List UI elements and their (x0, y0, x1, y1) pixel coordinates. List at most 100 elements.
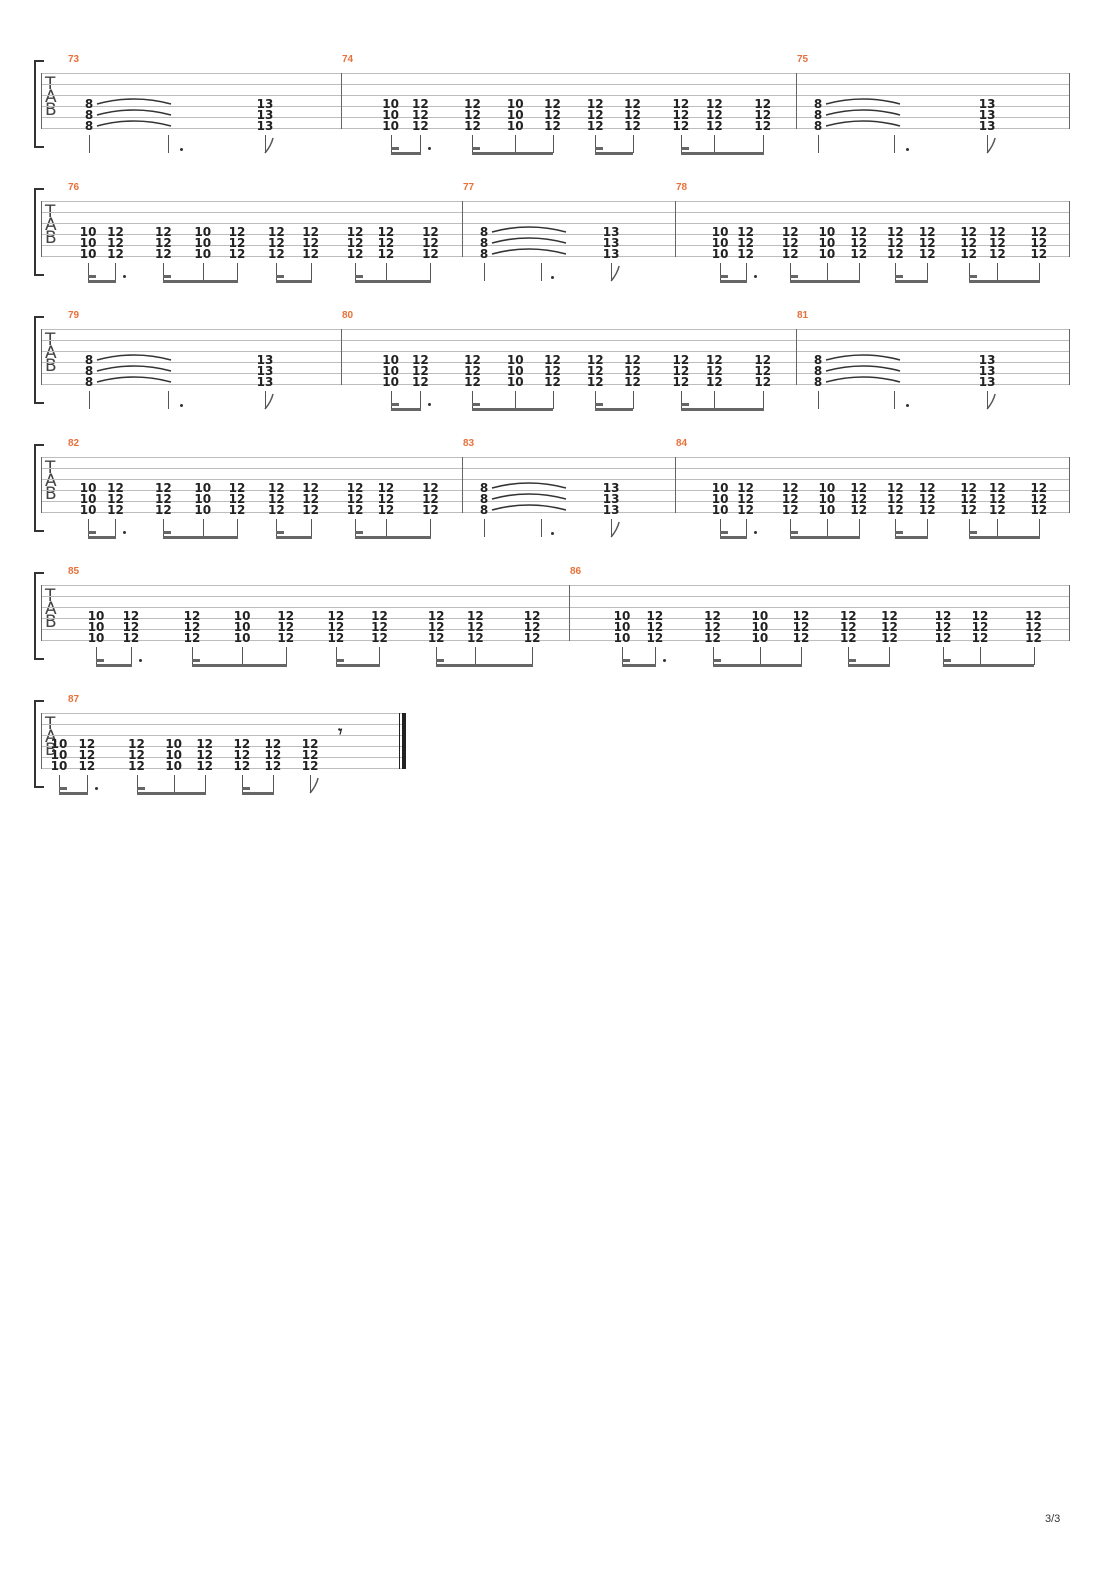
fret-number: 12 (228, 225, 246, 239)
fret-number: 10 (79, 225, 97, 239)
fret-number: 8 (479, 247, 489, 261)
note-stem (1038, 519, 1040, 537)
note-stem (818, 391, 819, 409)
fret-number: 12 (107, 236, 124, 250)
half-beam (720, 531, 729, 534)
fret-number: 10 (506, 375, 524, 389)
tab-clef-letter: B (45, 228, 57, 248)
note-stem (265, 391, 266, 409)
measure-number: 85 (68, 566, 80, 577)
fret-number: 10 (506, 353, 524, 367)
note-stem (826, 519, 828, 537)
fret-number: 12 (302, 247, 319, 261)
fret-number: 12 (467, 631, 484, 645)
fret-number: 12 (672, 119, 690, 133)
fret-number: 12 (122, 620, 140, 634)
note-stem (895, 263, 897, 281)
half-beam (595, 147, 604, 150)
fret-number: 12 (523, 620, 541, 634)
staff-line (41, 201, 1069, 202)
note-stem (720, 263, 722, 281)
fret-number: 10 (382, 364, 399, 378)
fret-number: 13 (602, 481, 620, 495)
fret-number: 12 (327, 609, 345, 623)
half-beam (163, 531, 172, 534)
fret-number: 10 (818, 492, 836, 506)
system-bracket (34, 444, 44, 532)
fret-number: 12 (918, 247, 936, 261)
note-stem (927, 519, 929, 537)
fret-number: 12 (839, 631, 857, 645)
tab-clef-letter: B (45, 356, 57, 376)
fret-number: 12 (327, 631, 345, 645)
note-flag (309, 777, 319, 794)
tie-arc (825, 98, 901, 105)
note-stem (895, 519, 897, 537)
measure-number: 81 (797, 310, 809, 321)
note-stem (654, 647, 656, 665)
fret-number: 10 (711, 492, 729, 506)
fret-number: 12 (754, 353, 772, 367)
staff-line (41, 373, 1069, 374)
fret-number: 12 (934, 631, 952, 645)
tab-clef-letter: A (45, 471, 57, 491)
beam (436, 664, 534, 667)
fret-number: 12 (887, 247, 904, 261)
beam (96, 664, 132, 667)
note-stem (720, 519, 722, 537)
staff-line (41, 596, 1069, 597)
fret-number: 10 (194, 236, 212, 250)
staff-line (41, 501, 1069, 502)
barline (41, 201, 42, 257)
note-stem (942, 647, 944, 665)
note-stem (420, 391, 422, 409)
fret-number: 12 (464, 375, 481, 389)
duration-dot (905, 404, 909, 407)
half-beam (355, 275, 364, 278)
tie-arc (825, 354, 901, 361)
fret-number: 12 (586, 353, 604, 367)
barline (341, 329, 342, 385)
fret-number: 12 (706, 108, 723, 122)
fret-number: 12 (971, 631, 989, 645)
barline (462, 201, 463, 257)
fret-number: 13 (256, 364, 274, 378)
fret-number: 12 (918, 225, 936, 239)
measure-number: 80 (342, 310, 354, 321)
note-stem (552, 391, 554, 409)
fret-number: 12 (371, 631, 388, 645)
tab-clef-letter: A (45, 87, 57, 107)
fret-number: 10 (382, 108, 399, 122)
fret-number: 10 (711, 481, 729, 495)
fret-number: 12 (107, 481, 124, 495)
half-beam (136, 787, 145, 790)
fret-number: 12 (155, 225, 172, 239)
tie-arc (491, 504, 567, 511)
fret-number: 10 (50, 759, 68, 773)
tab-clef-letter: B (45, 612, 57, 632)
fret-number: 12 (78, 737, 96, 751)
fret-number: 12 (544, 364, 561, 378)
fret-number: 8 (813, 119, 823, 133)
half-beam (472, 147, 481, 150)
fret-number: 13 (256, 97, 274, 111)
fret-number: 12 (850, 492, 868, 506)
fret-number: 12 (781, 503, 799, 517)
fret-number: 12 (301, 737, 319, 751)
fret-number: 8 (84, 364, 94, 378)
tie-arc (96, 109, 172, 116)
fret-number: 10 (751, 609, 769, 623)
tie-arc (491, 237, 567, 244)
fret-number: 13 (256, 108, 274, 122)
duration-dot (905, 148, 909, 151)
fret-number: 13 (978, 353, 996, 367)
fret-number: 12 (228, 481, 246, 495)
fret-number: 12 (422, 225, 439, 239)
half-beam (895, 531, 904, 534)
note-stem (136, 775, 138, 793)
staff-line (41, 212, 1069, 213)
fret-number: 12 (881, 631, 898, 645)
eighth-rest: 𝄾 (338, 722, 343, 741)
fret-number: 10 (233, 609, 251, 623)
